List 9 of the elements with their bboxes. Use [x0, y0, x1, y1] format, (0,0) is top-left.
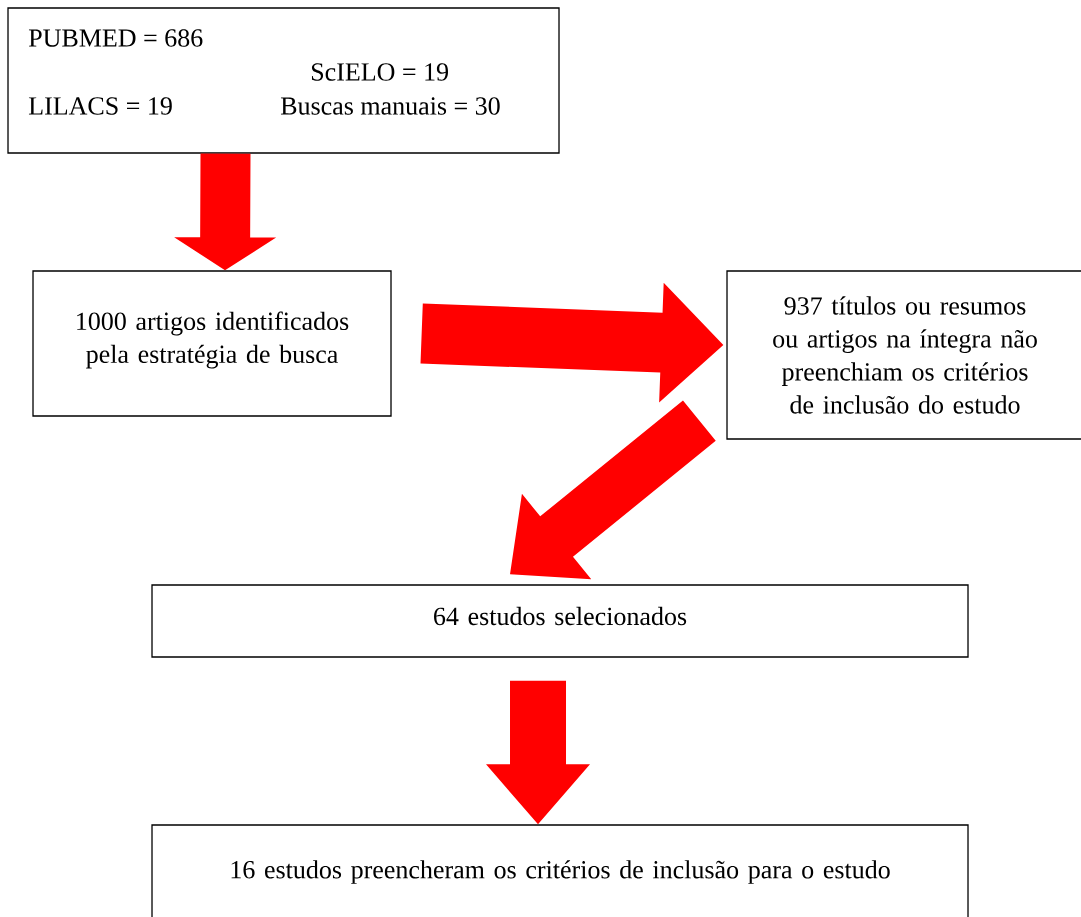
result-box: 16 estudos preencheram os critérios de inclusão para o estudo	[151, 824, 969, 917]
process-box: 64 estudos selecionados	[151, 584, 969, 658]
arrow	[486, 680, 590, 825]
arrow	[510, 400, 716, 580]
exclusion-box: 937 títulos ou resumos ou artigos na íntegra não preenchiam os critérios de inclusão do estudo	[726, 270, 1081, 440]
arrow	[174, 153, 277, 271]
arrow	[420, 282, 724, 403]
process-box: 1000 artigos identificados pela estratégia de busca	[32, 270, 392, 417]
source-box: PUBMED = 686 LILACS = 19 ScIELO = 19 Buscas manuais = 30	[7, 7, 560, 154]
